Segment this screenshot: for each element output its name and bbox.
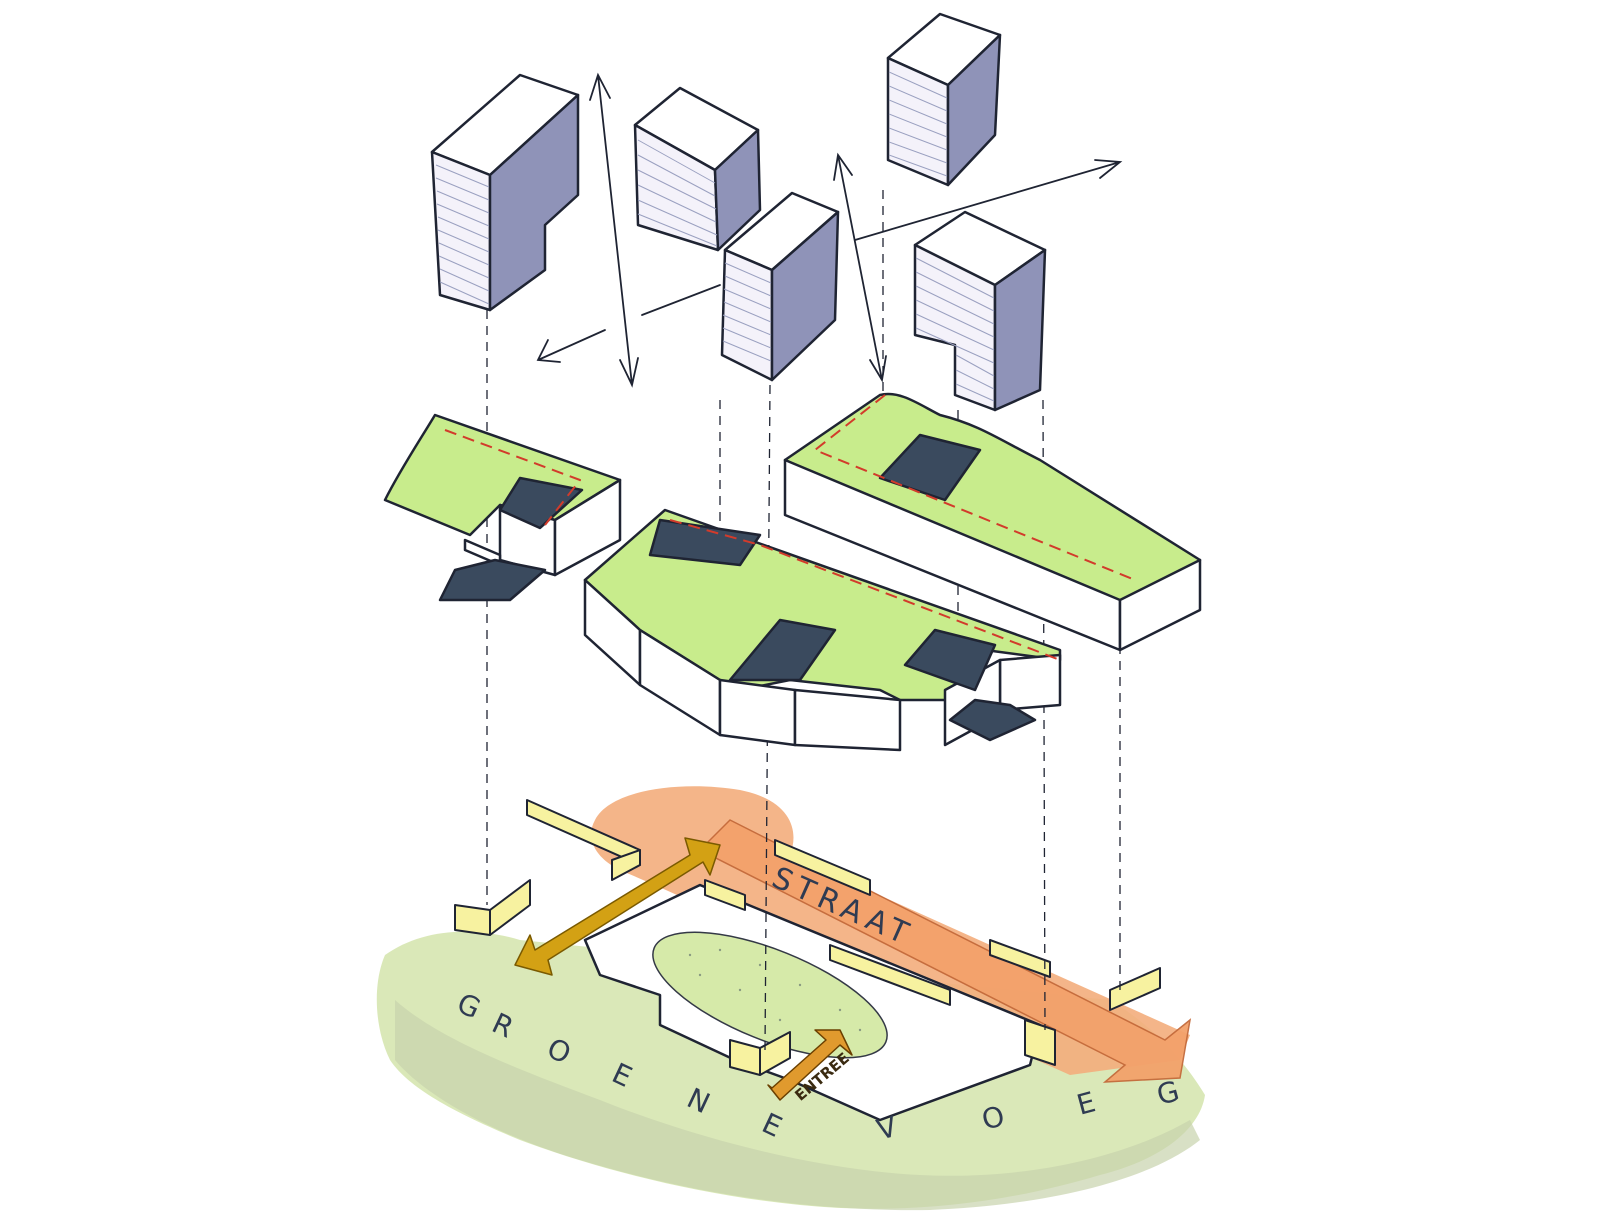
podium-middle-dark-1 xyxy=(648,518,762,567)
wall-north-left-end xyxy=(611,849,641,881)
view-arrow-right-diagonal xyxy=(854,159,1123,241)
view-arrow-vertical-left xyxy=(589,72,639,388)
tower-3-floors xyxy=(722,262,772,362)
podium-middle-side xyxy=(998,653,1062,712)
podium-right-side xyxy=(1118,558,1202,652)
ground-layer: ENTREE STRAAT G R O E N E V O E G xyxy=(376,786,1206,1211)
podium-left-red-line xyxy=(444,429,581,526)
tower-1-floors xyxy=(435,164,490,305)
tower-2-side xyxy=(713,128,762,252)
wall-north-right xyxy=(774,839,871,896)
podium-layer xyxy=(383,392,1202,752)
ground-grey-wash xyxy=(395,1000,1200,1211)
connection-double-arrow xyxy=(514,837,721,976)
podium-middle-front-3 xyxy=(718,678,797,747)
tower-3 xyxy=(720,191,840,382)
wall-mid xyxy=(704,879,746,911)
tower-2 xyxy=(633,86,762,252)
podium-middle-front-4 xyxy=(793,688,902,752)
tower-4-floors xyxy=(888,71,948,177)
podium-left-dark-roof xyxy=(498,476,584,530)
podium-right-roof xyxy=(783,392,1202,612)
wall-east-1 xyxy=(989,939,1051,978)
wall-east-2 xyxy=(1109,967,1161,1011)
podium-left xyxy=(383,413,622,602)
perimeter-walls xyxy=(454,799,1161,1076)
tower-5-side xyxy=(993,248,1047,412)
tower-1-side xyxy=(488,93,580,312)
towers-layer xyxy=(430,12,1047,412)
tower-2-floors xyxy=(637,139,718,247)
wall-west xyxy=(454,904,491,936)
tower-1 xyxy=(430,73,580,312)
podium-middle-ramp xyxy=(948,698,1037,742)
podium-left-side xyxy=(553,478,622,577)
podium-right-dark xyxy=(878,433,982,502)
view-arrow-vertical-right xyxy=(833,152,887,383)
wall-inner-east xyxy=(829,944,951,1006)
tower-4 xyxy=(886,12,1002,187)
podium-right xyxy=(783,392,1202,652)
wall-entrance-box-right xyxy=(759,1031,791,1076)
podium-right-red-line xyxy=(814,394,1136,581)
garden-dots xyxy=(688,948,862,1032)
tower-5-floors xyxy=(915,257,995,402)
tower-5 xyxy=(913,210,1047,412)
podium-middle xyxy=(583,508,1062,752)
view-arrow-mid-diagonal xyxy=(641,284,721,316)
podium-middle-dark-2 xyxy=(728,618,837,682)
view-arrows xyxy=(536,72,1123,388)
street-arrow xyxy=(698,819,1192,1083)
tower-3-front xyxy=(720,248,774,382)
courtyard-garden xyxy=(652,931,888,1059)
wall-west-2 xyxy=(489,879,531,936)
tower-3-side xyxy=(770,210,840,382)
podium-middle-dark-3 xyxy=(903,628,997,692)
podium-left-ramp xyxy=(438,558,547,602)
tower-4-side xyxy=(946,33,1002,187)
view-arrow-left-diagonal xyxy=(536,329,606,363)
podium-middle-red-line xyxy=(669,519,1061,661)
